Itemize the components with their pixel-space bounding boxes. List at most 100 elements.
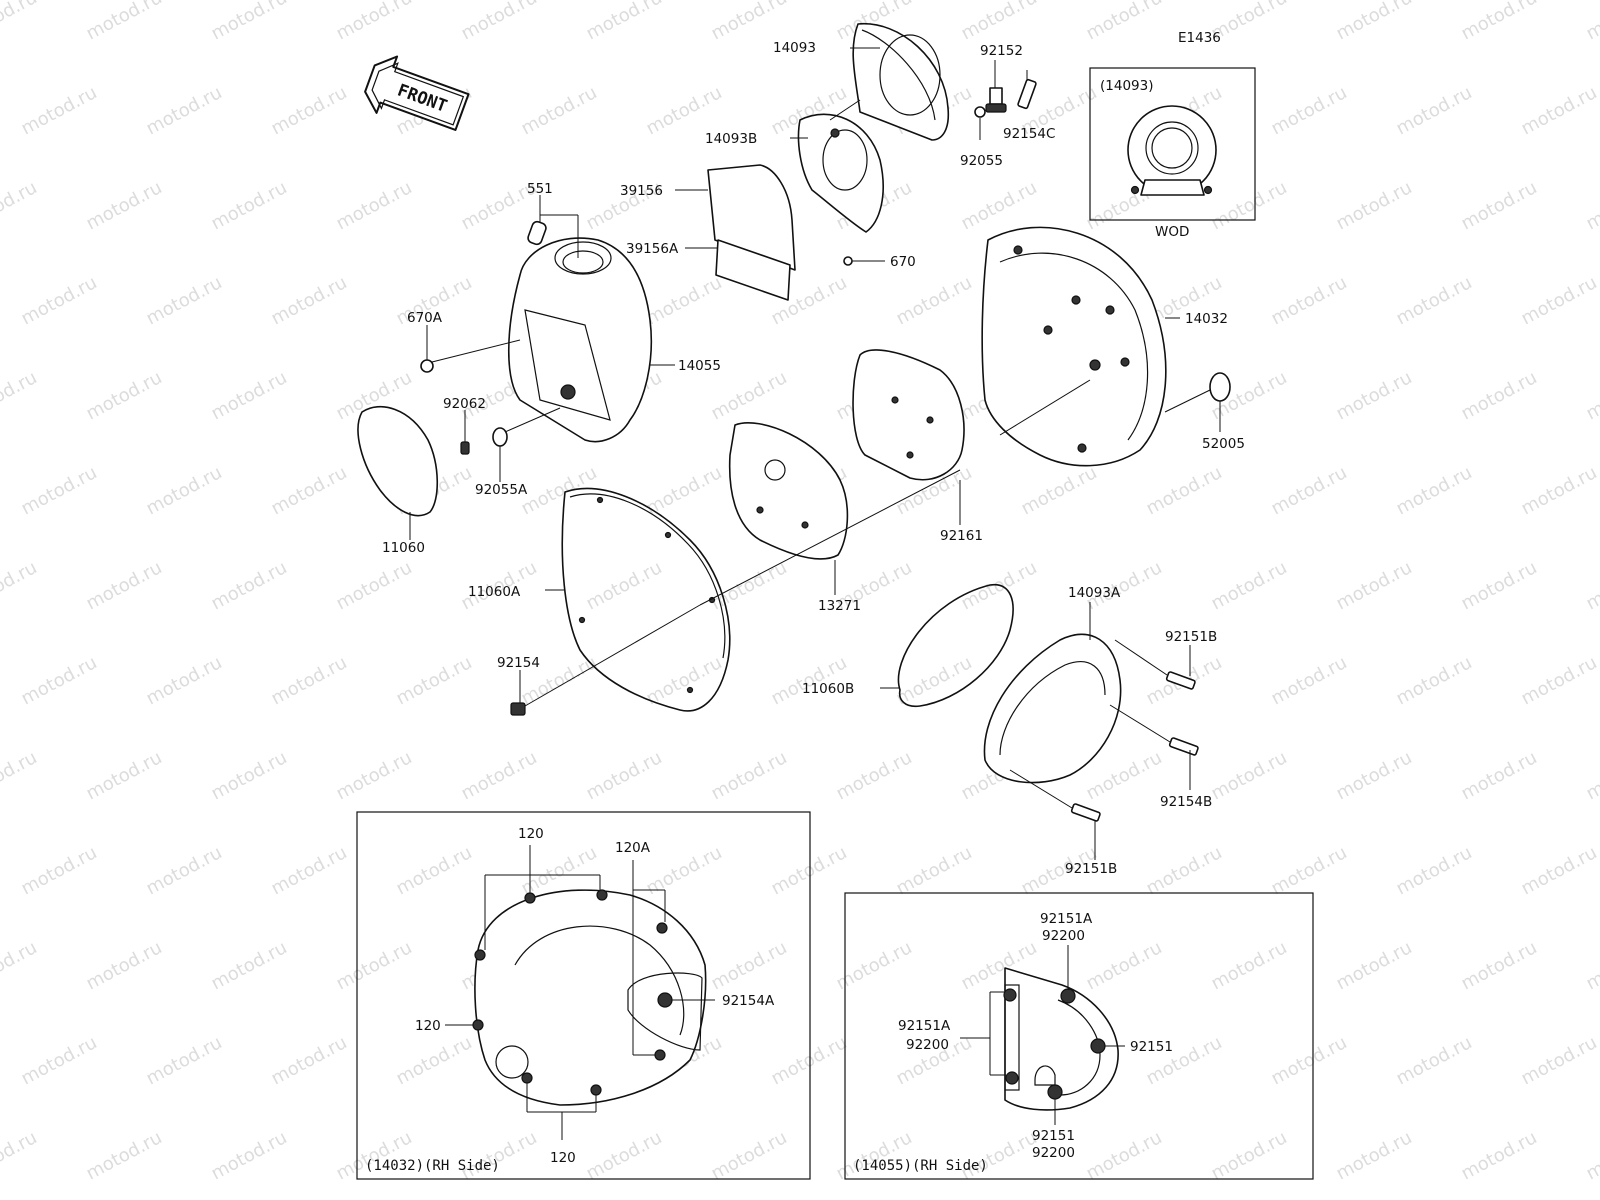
watermark-text: motod.ru [893,272,976,329]
part-label-39156: 39156 [620,183,663,199]
inset-14032-label-92154A: 92154A [722,993,775,1009]
inset-14032-label-120-top: 120 [518,826,544,842]
inset-14055-label-92200-left: 92200 [906,1037,949,1053]
watermark-text: motod.ru [1518,462,1600,519]
watermark-text: motod.ru [1208,177,1291,234]
watermark-text: motod.ru [1268,272,1351,329]
watermark-text: motod.ru [708,557,791,614]
inset-14032-leaders [445,845,715,1140]
watermark-text: motod.ru [1268,652,1351,709]
part-92055A-drawing [492,427,508,447]
watermark-text: motod.ru [18,652,101,709]
watermark-text: motod.ru [1393,1032,1476,1089]
inset-14032-label-120-bottom: 120 [550,1150,576,1166]
watermark-text: motod.ru [1393,842,1476,899]
part-label-670: 670 [890,254,916,270]
part-label-551: 551 [527,181,553,197]
watermark-text: motod.ru [268,842,351,899]
watermark-text: motod.ru [18,272,101,329]
part-92062-drawing [460,441,470,455]
part-label-92062: 92062 [443,396,486,412]
watermark-text: motod.ru [0,937,41,994]
watermark-text: motod.ru [958,0,1041,44]
watermark-text: motod.ru [18,82,101,139]
watermark-text: motod.ru [1518,652,1600,709]
part-92151B-bottom-drawing [1070,803,1101,822]
watermark-text: motod.ru [0,557,41,614]
leader-lines [409,47,1221,860]
watermark-text: motod.ru [458,1127,541,1184]
part-52005-drawing [1209,372,1231,402]
part-14032-drawing [981,226,1167,467]
watermark-text: motod.ru [1143,842,1226,899]
watermark-text: motod.ru [893,842,976,899]
watermark-text: motod.ru [893,652,976,709]
watermark-text: motod.ru [583,1127,666,1184]
watermark-text: motod.ru [0,367,41,424]
watermark-text: motod.ru [83,0,166,44]
watermark-text: motod.ru [1583,747,1600,804]
watermark-text: motod.ru [643,272,726,329]
watermark-text: motod.ru [143,842,226,899]
part-11060B-drawing [897,583,1014,708]
watermark-text: motod.ru [708,747,791,804]
watermark-text: motod.ru [268,462,351,519]
watermark-text: motod.ru [208,937,291,994]
inset-14055-caption: (14055)(RH Side) [853,1158,988,1174]
watermark-text: motod.ru [643,652,726,709]
watermark-text: motod.ru [393,1032,476,1089]
watermark-text: motod.ru [268,272,351,329]
watermark-text: motod.ru [208,367,291,424]
watermark-text: motod.ru [1583,177,1600,234]
watermark-text: motod.ru [0,177,41,234]
watermark-text: motod.ru [708,0,791,44]
watermark-text: motod.ru [333,747,416,804]
part-label-92154C: 92154C [1003,126,1055,142]
part-670-drawing [843,256,853,266]
watermark-text: motod.ru [208,557,291,614]
watermark-text: motod.ru [958,177,1041,234]
watermark-text: motod.ru [708,937,791,994]
watermark-text: motod.ru [1143,462,1226,519]
watermark-text: motod.ru [1333,177,1416,234]
watermark-text: motod.ru [1518,82,1600,139]
watermark-text: motod.ru [1333,937,1416,994]
part-label-92055A: 92055A [475,482,528,498]
part-670A-drawing [420,359,434,373]
watermark-text: motod.ru [268,1032,351,1089]
inset-14055-cover-drawing [1003,967,1119,1111]
inset-14055-label-92151-right: 92151 [1130,1039,1173,1055]
watermark-text: motod.ru [0,747,41,804]
watermark-text: motod.ru [1268,842,1351,899]
watermark-text: motod.ru [208,177,291,234]
part-14093B-drawing [797,113,884,233]
inset-wod: (14093) WOD [1089,67,1256,240]
part-label-14032: 14032 [1185,311,1228,327]
watermark-text: motod.ru [1083,0,1166,44]
watermark-text: motod.ru [1333,0,1416,44]
watermark-text: motod.ru [958,1127,1041,1184]
watermark-text: motod.ru [208,1127,291,1184]
part-39156A-drawing [715,239,791,301]
watermark-text: motod.ru [1268,1032,1351,1089]
part-label-92055: 92055 [960,153,1003,169]
watermark-text: motod.ru [768,842,851,899]
inset-wod-caption: WOD [1155,224,1189,240]
inset-14055-label-92200-top: 92200 [1042,928,1085,944]
watermark-text: motod.ru [1458,937,1541,994]
watermark-text: motod.ru [333,0,416,44]
watermark-text: motod.ru [83,557,166,614]
watermark-text: motod.ru [208,747,291,804]
watermark-text: motod.ru [1583,0,1600,44]
diagram-code: E1436 [1178,30,1221,46]
part-92151B-top-drawing [1165,671,1196,690]
watermark-text: motod.ru [208,0,291,44]
watermark-text: motod.ru [1458,177,1541,234]
part-92154-drawing [510,702,526,716]
watermark-text: motod.ru [83,177,166,234]
part-label-670A: 670A [407,310,443,326]
watermark-text: motod.ru [143,652,226,709]
watermark-text: motod.ru [393,842,476,899]
